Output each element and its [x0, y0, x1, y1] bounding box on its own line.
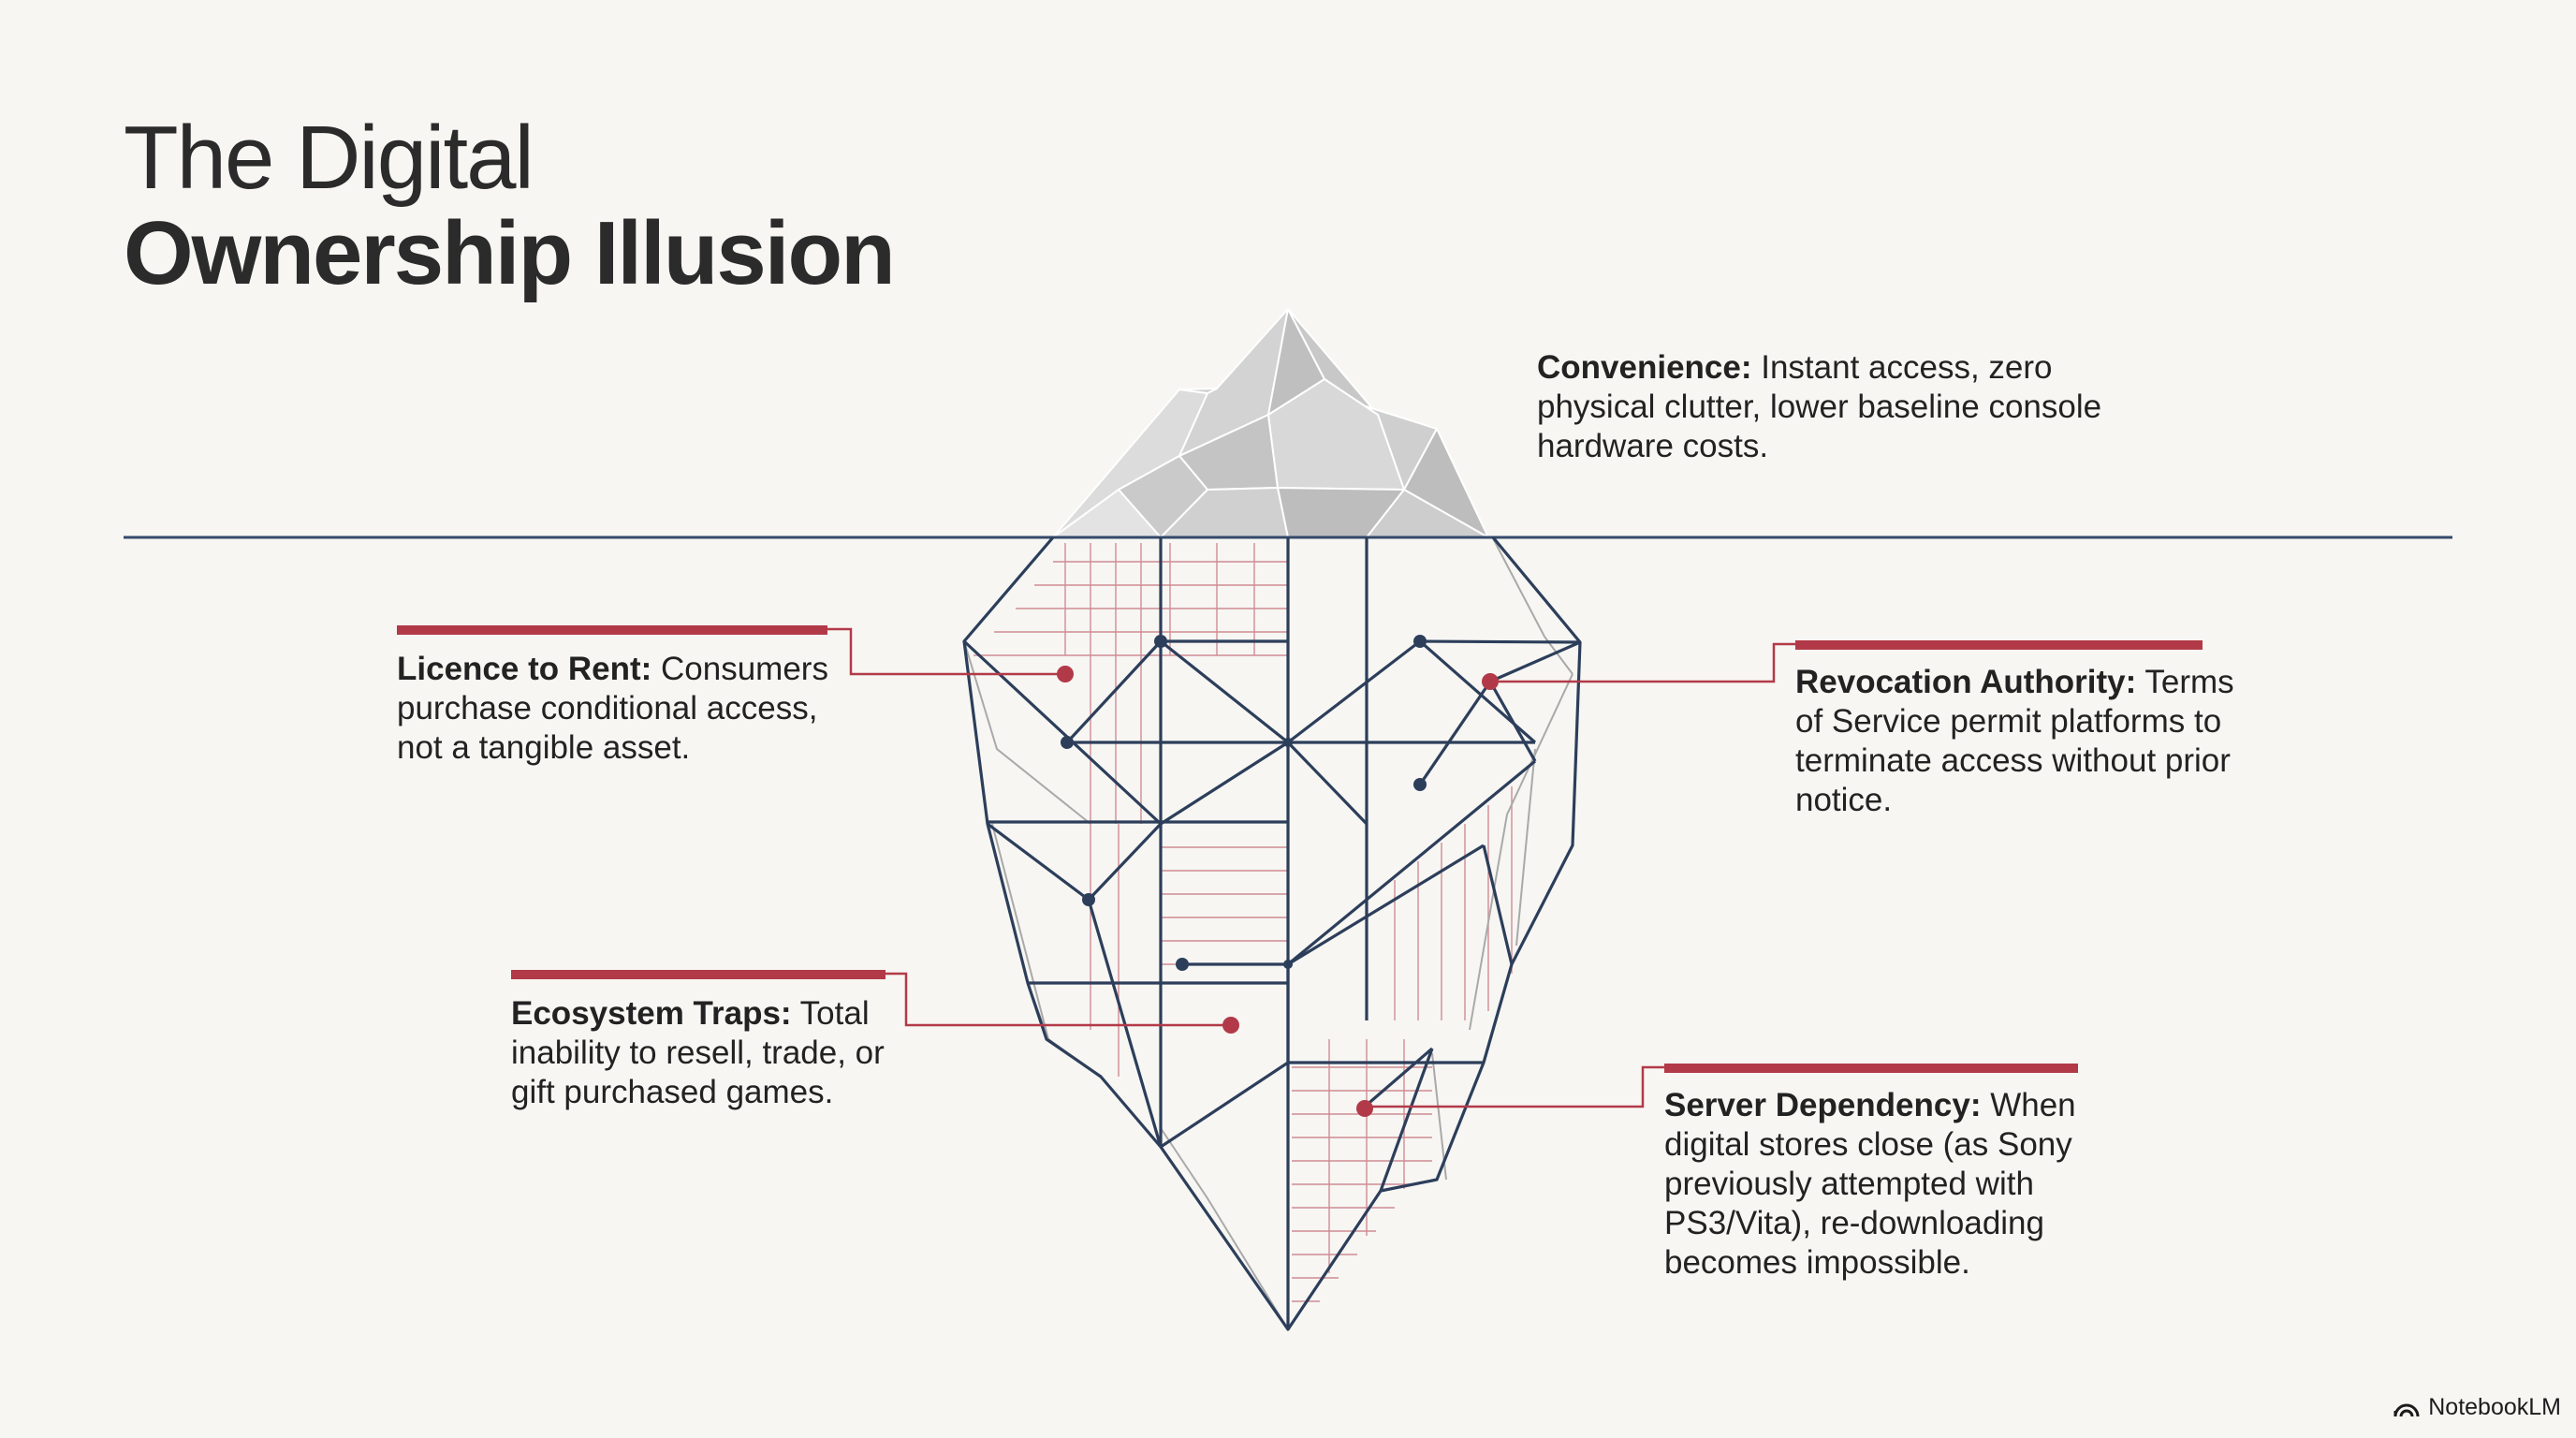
callout-revocation-body: Terms of Service permit platforms to ter…	[1795, 664, 2234, 818]
callout-convenience-head: Convenience:	[1537, 349, 1752, 386]
brand-watermark: NotebookLM	[2393, 1394, 2561, 1421]
callout-ecosystem-traps: Ecosystem Traps: Total inability to rese…	[511, 994, 923, 1112]
callout-convenience: Convenience: Instant access, zero physic…	[1537, 348, 2117, 466]
callout-connectors	[827, 627, 1797, 1108]
callout-licence-head: Licence to Rent:	[397, 651, 652, 687]
wireframe-nodes	[1061, 635, 1427, 971]
licence-anchor-dot	[1057, 666, 1074, 682]
callout-ecosystem-head: Ecosystem Traps:	[511, 995, 792, 1032]
callout-anchor-dots	[1057, 666, 1499, 1117]
licence-accent-bar	[397, 625, 827, 635]
callout-ecosystem-body: Total inability to resell, trade, or gif…	[511, 995, 885, 1110]
callout-revocation-head: Revocation Authority:	[1795, 664, 2137, 700]
notebooklm-logo-icon	[2393, 1403, 2420, 1416]
ecosystem-anchor-dot	[1222, 1017, 1239, 1034]
licence-leader-line	[827, 627, 1065, 676]
callout-licence-body: Consumers purchase conditional access, n…	[397, 651, 828, 766]
submerged-facets	[963, 537, 1573, 1330]
callout-licence-to-rent: Licence to Rent: Consumers purchase cond…	[397, 650, 865, 768]
page-title: The Digital Ownership Illusion	[124, 108, 896, 303]
server-leader-line	[1365, 1065, 1666, 1108]
revocation-accent-bar	[1795, 640, 2203, 650]
submerged-hatching	[973, 543, 1513, 1302]
callout-revocation-authority: Revocation Authority: Terms of Service p…	[1795, 663, 2235, 820]
server-anchor-dot	[1356, 1100, 1373, 1117]
brand-name: NotebookLM	[2428, 1394, 2561, 1420]
title-line-1: The Digital	[124, 108, 534, 208]
ecosystem-accent-bar	[511, 970, 886, 979]
callout-server-head: Server Dependency:	[1664, 1087, 1982, 1123]
title-line-2: Ownership Illusion	[124, 203, 896, 303]
iceberg-tip	[1052, 308, 1489, 538]
callout-accent-bars	[397, 625, 2203, 1073]
callout-server-body: When digital stores close (as Sony previ…	[1664, 1087, 2076, 1281]
revocation-anchor-dot	[1482, 673, 1499, 690]
server-accent-bar	[1664, 1064, 2078, 1073]
callout-server-dependency: Server Dependency: When digital stores c…	[1664, 1086, 2104, 1283]
ecosystem-leader-line	[885, 972, 1231, 1027]
revocation-leader-line	[1490, 642, 1797, 683]
callout-convenience-body: Instant access, zero physical clutter, l…	[1537, 349, 2102, 464]
submerged-wireframe	[962, 536, 1582, 1331]
